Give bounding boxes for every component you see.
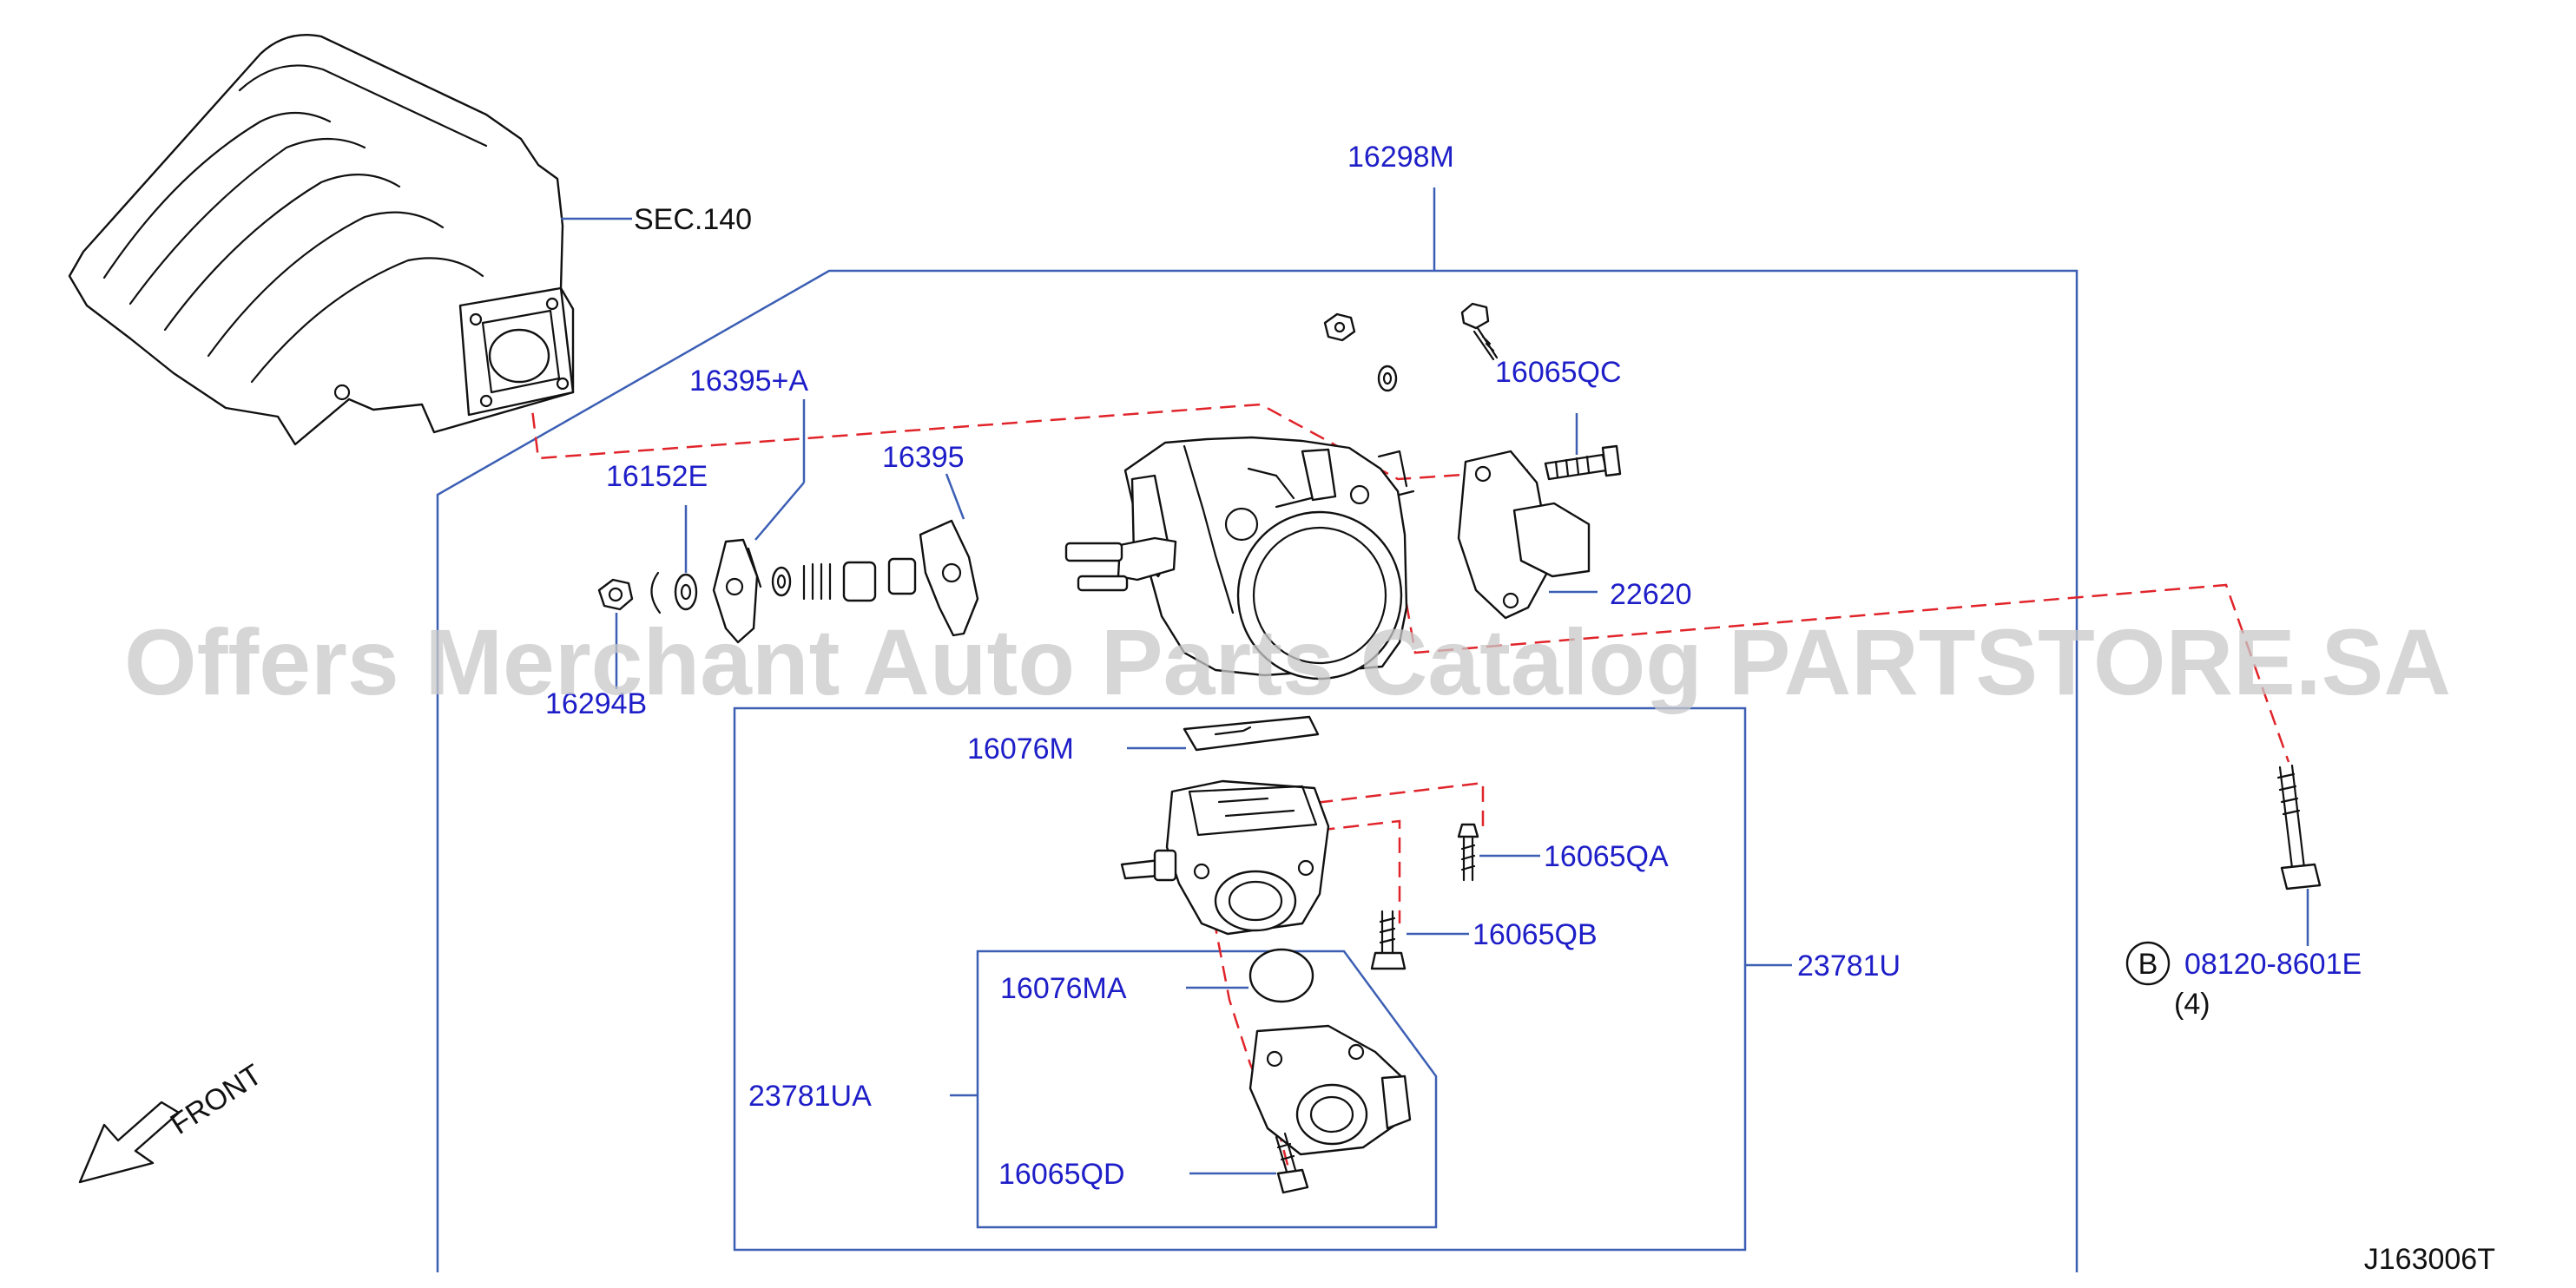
frame-16298M [436, 187, 2079, 1272]
label-16076MA[interactable]: 16076MA [1000, 972, 1127, 1005]
label-16395[interactable]: 16395 [882, 441, 965, 474]
sensor-22620 [1457, 450, 1598, 620]
label-16065QD[interactable]: 16065QD [998, 1158, 1125, 1191]
spring-parts [771, 557, 917, 602]
label-16395A[interactable]: 16395+A [689, 365, 808, 398]
label-23781U[interactable]: 23781U [1797, 950, 1901, 982]
label-22620[interactable]: 22620 [1610, 578, 1692, 611]
screw-16065QA [1457, 823, 1540, 882]
lever-16395A [712, 399, 806, 644]
screw-16065QD [1189, 1132, 1309, 1194]
screw-16065QC-top [1460, 302, 1499, 361]
intake-manifold [68, 34, 632, 446]
watermark: Offers Merchant Auto Parts Catalog PARTS… [124, 609, 2451, 714]
label-16065QB[interactable]: 16065QB [1472, 918, 1598, 951]
alignment-lines [528, 388, 2290, 1169]
washer-16152E [674, 505, 698, 611]
washer-top [1377, 365, 1398, 392]
label-16065QC[interactable]: 16065QC [1495, 356, 1622, 389]
throttle-body [1064, 436, 1415, 680]
label-08120-8601E[interactable]: 08120-8601E [2184, 948, 2362, 981]
front-arrow-icon [78, 1101, 181, 1184]
front-label: FRONT [165, 1058, 268, 1141]
label-16294B[interactable]: 16294B [545, 687, 647, 720]
gasket-16076M [1127, 715, 1320, 752]
seal-16076MA [1186, 948, 1314, 1003]
label-16076M[interactable]: 16076M [967, 733, 1074, 766]
throttle-lever-16395 [919, 473, 979, 637]
label-sec-140[interactable]: SEC.140 [634, 203, 752, 236]
label-16065QA[interactable]: 16065QA [1544, 840, 1669, 873]
clip-16294B [650, 571, 662, 614]
bolt-08120-8601E [2276, 764, 2322, 946]
screw-16065QB [1370, 910, 1469, 970]
nut-top [1323, 312, 1356, 342]
idle-air-valve-23781U [1120, 779, 1330, 936]
bolt-reference-B[interactable]: B [2125, 941, 2171, 986]
frame-23781U [733, 706, 1792, 1252]
label-qty-4: (4) [2174, 988, 2210, 1021]
label-16298M[interactable]: 16298M [1347, 141, 1454, 174]
screw-16065QC [1544, 413, 1622, 481]
nut-16294B [597, 578, 634, 689]
label-23781UA[interactable]: 23781UA [748, 1080, 872, 1113]
label-16152E[interactable]: 16152E [606, 460, 708, 493]
bolt-B-letter: B [2138, 948, 2158, 981]
diagram-code: J163006T [2364, 1243, 2495, 1276]
valve-23781UA [1248, 1024, 1412, 1156]
